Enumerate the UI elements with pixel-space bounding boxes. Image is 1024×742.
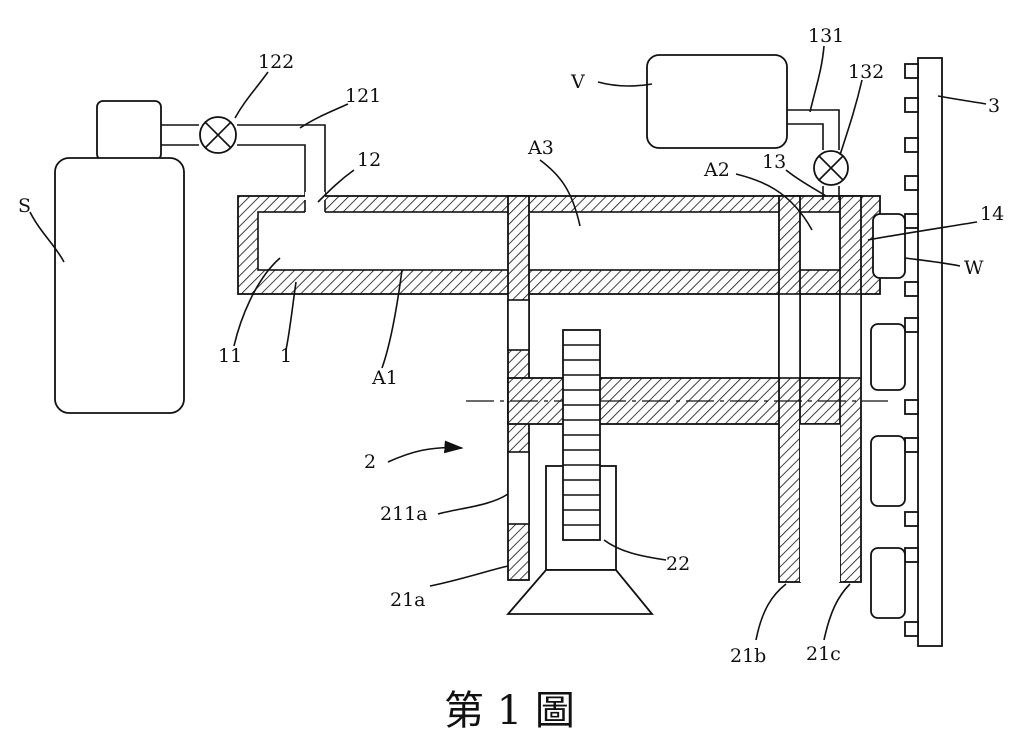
- label-211a: 211a: [380, 503, 428, 525]
- label-11: 11: [218, 345, 242, 367]
- figure-caption: 第 1 圖: [444, 688, 575, 734]
- label-A1: A1: [371, 367, 398, 389]
- label-13: 13: [762, 151, 786, 173]
- label-132: 132: [848, 61, 884, 83]
- label-3: 3: [988, 95, 1000, 117]
- label-2: 2: [364, 451, 376, 473]
- valve-122: [199, 116, 237, 154]
- label-21a: 21a: [390, 589, 426, 611]
- conveyor-3: [904, 57, 943, 647]
- wafers-W: [870, 213, 906, 619]
- pipe-131: [787, 109, 840, 200]
- label-S: S: [18, 195, 31, 217]
- label-21c: 21c: [806, 643, 841, 665]
- label-V: V: [570, 71, 585, 93]
- label-W: W: [964, 257, 984, 279]
- housing-1: [237, 192, 881, 295]
- label-14: 14: [980, 203, 1004, 225]
- label-12: 12: [357, 149, 381, 171]
- label-21b: 21b: [730, 645, 766, 667]
- valve-132: [813, 150, 849, 186]
- gas-bottle-S: [54, 100, 185, 414]
- pipe-121: [161, 124, 326, 200]
- rotor-2: [466, 195, 888, 583]
- label-A3: A3: [527, 137, 554, 159]
- label-122: 122: [258, 51, 294, 73]
- label-A2: A2: [703, 159, 730, 181]
- leader-lines: [29, 45, 987, 641]
- label-131: 131: [808, 25, 844, 47]
- gear-22: [506, 329, 654, 615]
- labels: S 122 121 12 11 1 A1 A3 V 131 132 13 A2 …: [18, 25, 1004, 667]
- label-121: 121: [345, 85, 381, 107]
- label-1: 1: [280, 345, 292, 367]
- vessel-V: [646, 54, 788, 149]
- label-22: 22: [666, 553, 690, 575]
